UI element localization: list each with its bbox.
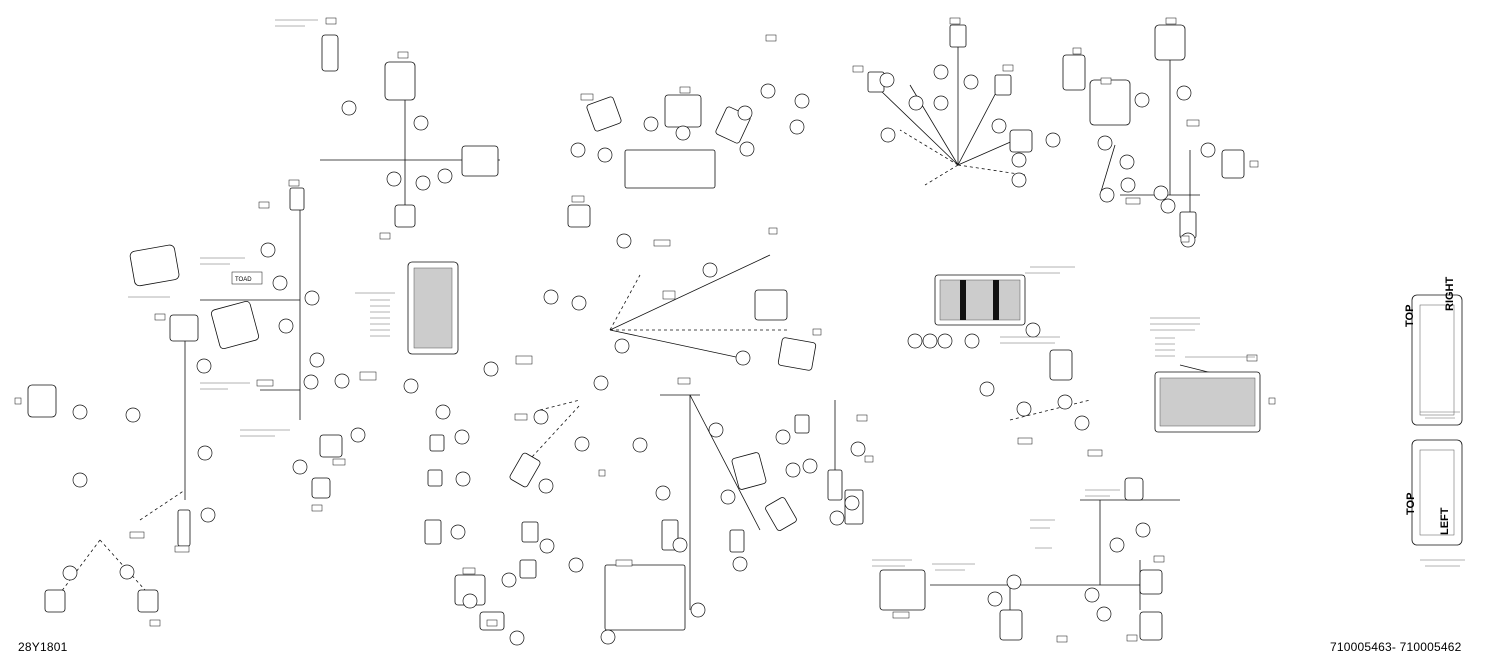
connector-body	[311, 477, 331, 499]
connector-body	[731, 452, 767, 490]
connector-body	[624, 149, 716, 189]
connector-body	[1049, 349, 1073, 381]
connector-body	[427, 469, 443, 487]
connector-body	[567, 204, 591, 228]
connector-body	[27, 384, 57, 418]
connector-body	[949, 24, 967, 48]
label-right: RIGHT	[1444, 277, 1456, 312]
label-left: LEFT	[1439, 507, 1451, 535]
black-bands	[960, 280, 999, 320]
connector-body	[129, 244, 180, 287]
connector-body	[1139, 611, 1163, 641]
drawing-number-right: 710005463- 710005462	[1330, 640, 1462, 654]
cavity-grids	[413, 267, 1455, 536]
harness-lines	[54, 40, 1241, 610]
callout-tags	[14, 17, 1276, 643]
connector-body	[586, 96, 622, 132]
connector-body	[519, 559, 537, 579]
connector-body	[777, 337, 817, 371]
connector-body	[1062, 54, 1086, 91]
connector-body	[794, 414, 810, 434]
connector-body	[999, 609, 1023, 641]
connector-body	[319, 434, 343, 458]
connector-body	[137, 589, 159, 613]
connector-body	[994, 74, 1012, 96]
connector-body	[384, 61, 416, 101]
connector-body	[754, 289, 788, 321]
connector-body	[521, 521, 539, 543]
connector-body	[429, 434, 445, 452]
connector-body	[211, 301, 259, 349]
connector-body	[321, 34, 339, 72]
connector-body	[1221, 149, 1245, 179]
connector-body	[664, 94, 702, 128]
connector-body	[169, 314, 199, 342]
connector-body	[765, 497, 797, 531]
connector-body	[461, 145, 499, 177]
connector-body	[394, 204, 416, 228]
reference-balloons	[62, 64, 1216, 646]
connector-body	[1139, 569, 1163, 595]
connector-body	[177, 509, 191, 547]
drawing-number-left: 28Y1801	[18, 640, 68, 654]
tan-box-label: TOAD	[235, 277, 252, 283]
label-top-upper: TOP	[1404, 305, 1416, 327]
connector-body	[1009, 129, 1033, 153]
connector-body	[1154, 24, 1186, 61]
connector-body	[827, 469, 843, 501]
connector-body	[1124, 477, 1144, 501]
note-text-lines	[128, 19, 1465, 571]
connector-body	[729, 529, 745, 553]
connector-body	[509, 452, 541, 488]
connector-body	[289, 187, 305, 211]
label-top-lower: TOP	[1405, 493, 1417, 515]
connector-body	[424, 519, 442, 545]
connector-body	[879, 569, 926, 611]
connector-body	[604, 564, 686, 631]
connector-body	[44, 589, 66, 613]
connector-body	[1089, 79, 1131, 126]
